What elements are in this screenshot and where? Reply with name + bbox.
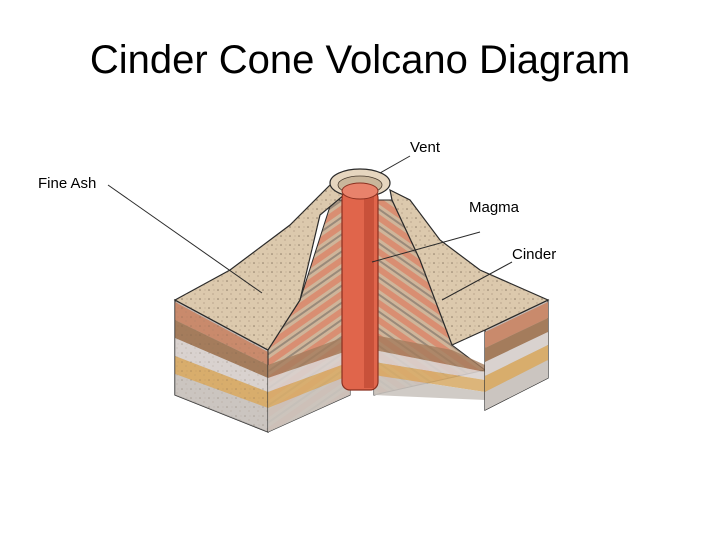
magma-conduit	[341, 182, 379, 391]
cone-surface	[173, 179, 550, 351]
magma-leader	[371, 231, 481, 263]
vent-leader	[379, 155, 411, 174]
vent-label: Vent	[410, 139, 441, 156]
cinder-label: Cinder	[512, 246, 557, 263]
cinder-leader	[441, 261, 513, 301]
right-block-strata	[484, 299, 549, 411]
fine-ash-label: Fine Ash	[38, 175, 97, 192]
diagram-title: Cinder Cone Volcano Diagram	[89, 38, 631, 82]
magma-label: Magma	[469, 199, 520, 216]
left-block-strata	[174, 298, 269, 433]
cutaway-faces	[267, 199, 487, 433]
fine-ash-leader	[107, 184, 263, 294]
leader-lines	[107, 155, 513, 301]
